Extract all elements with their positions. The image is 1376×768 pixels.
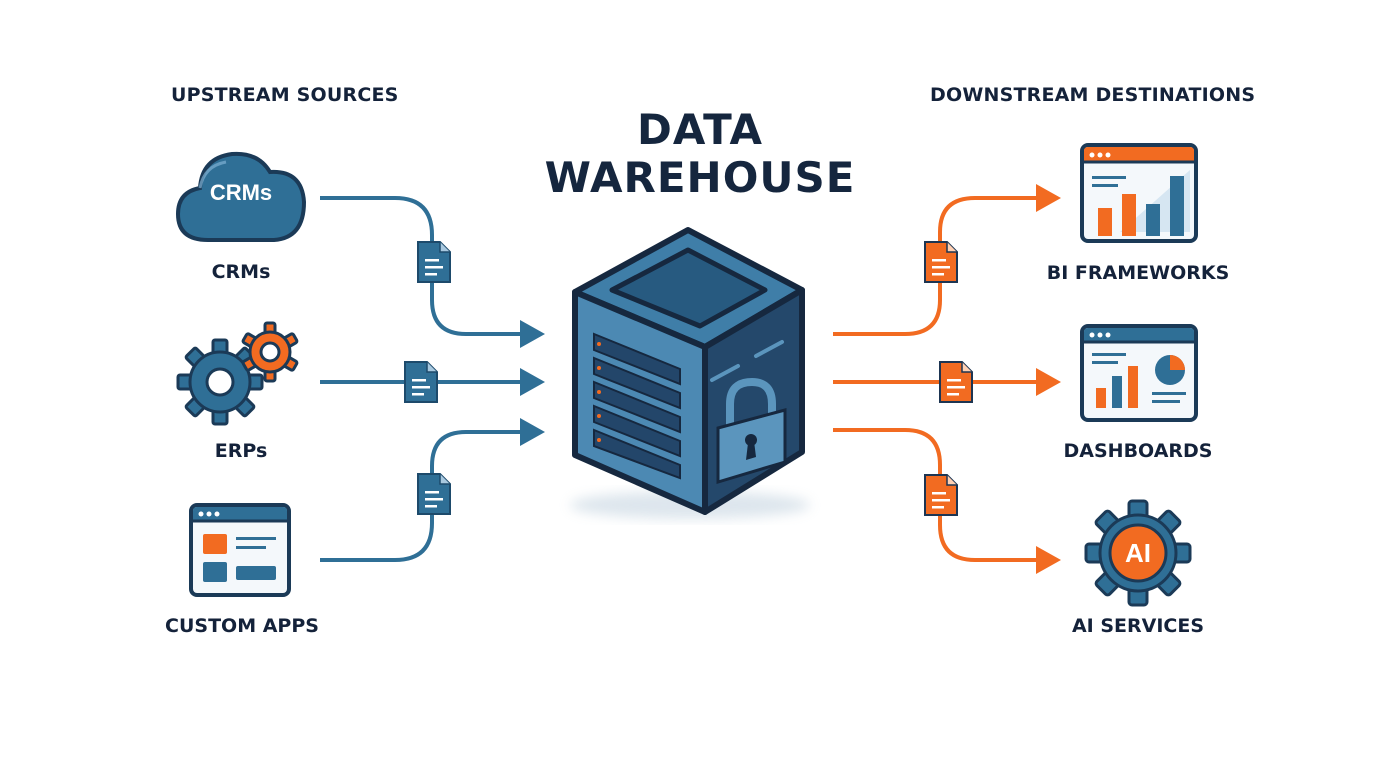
dest-label-ai-services: AI SERVICES (1071, 615, 1205, 637)
document-icon (924, 474, 958, 516)
connector-custom-apps (320, 430, 527, 562)
ai-gear-icon-text: AI (1125, 538, 1151, 568)
page-title: DATA WAREHOUSE (0, 106, 1376, 202)
source-label-custom-apps: CUSTOM APPS (165, 615, 319, 637)
document-icon (417, 473, 451, 515)
document-icon (404, 361, 438, 403)
gears-icon (176, 321, 299, 426)
dest-label-bi-frameworks: BI FRAMEWORKS (1046, 262, 1230, 284)
title-line-1: DATA (636, 105, 763, 154)
arrowhead-crms (520, 320, 545, 348)
arrowhead-custom-apps (520, 418, 545, 446)
upstream-heading: UPSTREAM SOURCES (171, 84, 399, 106)
arrowhead-bi-frameworks (1036, 184, 1061, 212)
cloud-icon: CRMs (175, 151, 307, 242)
ai-gear-icon: AI (1084, 499, 1192, 607)
document-icon (417, 241, 451, 283)
app-window-icon (189, 503, 291, 597)
title-line-2: WAREHOUSE (544, 153, 856, 202)
source-label-crms: CRMs (211, 261, 271, 283)
data-warehouse-server-icon (570, 227, 810, 519)
downstream-heading: DOWNSTREAM DESTINATIONS (930, 84, 1256, 106)
document-icon (924, 241, 958, 283)
arrowhead-erps (520, 368, 545, 396)
cloud-icon-text: CRMs (210, 180, 272, 205)
dest-label-dashboards: DASHBOARDS (1063, 440, 1213, 462)
dashboard-window-icon (1080, 324, 1198, 422)
arrowhead-ai-services (1036, 546, 1061, 574)
arrowhead-dashboards (1036, 368, 1061, 396)
bar-chart-window-icon (1080, 143, 1198, 243)
source-label-erps: ERPs (214, 440, 268, 462)
connector-crms (320, 196, 527, 336)
document-icon (939, 361, 973, 403)
